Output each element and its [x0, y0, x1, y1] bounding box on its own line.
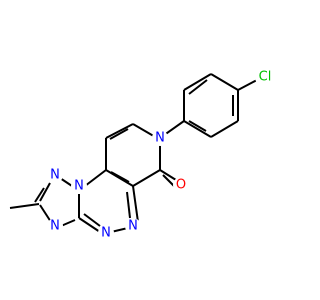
atom-label: N	[50, 219, 60, 234]
chemical-structure: N O Cl N N N N N	[9, 67, 275, 241]
bond	[39, 182, 51, 202]
bond	[109, 128, 129, 140]
bond	[126, 191, 131, 219]
bond-layer	[9, 73, 258, 233]
atom-label: O	[176, 178, 186, 193]
atom-mask	[125, 218, 141, 234]
atom-n-triazine-b: N	[125, 218, 141, 234]
atom-n-triazole-bottom: N	[47, 218, 63, 234]
bond	[84, 169, 107, 187]
bond	[210, 120, 239, 138]
atom-mask	[98, 225, 114, 241]
atom-label: N	[101, 226, 111, 241]
atom-label: N	[50, 168, 60, 183]
bond	[159, 169, 177, 181]
bond	[34, 187, 45, 203]
atom-mask	[255, 67, 275, 87]
atom-label: N	[155, 131, 165, 146]
bond	[183, 120, 212, 138]
atom-n-fused: N	[71, 178, 87, 194]
bond	[110, 171, 130, 183]
atom-layer: N O Cl N N N N N	[47, 67, 275, 241]
atom-o-carbonyl: O	[173, 177, 189, 193]
bond	[110, 227, 129, 233]
bond	[78, 217, 101, 233]
bond	[210, 73, 239, 91]
atom-mask	[173, 177, 189, 193]
bond	[83, 213, 101, 227]
bond	[132, 185, 139, 223]
atom-label: Cl	[259, 70, 272, 85]
atom-label: N	[128, 219, 138, 234]
bond	[9, 203, 40, 209]
atom-n-triazine-a: N	[98, 225, 114, 241]
bond	[132, 169, 161, 187]
atom-mask	[71, 178, 87, 194]
atom-label: N	[74, 179, 84, 194]
bond	[188, 79, 208, 95]
bond	[60, 219, 76, 227]
atom-mask	[47, 218, 63, 234]
bond	[59, 177, 73, 187]
atom-mask	[47, 167, 63, 183]
bond	[183, 73, 212, 91]
atom-n-pyridone: N	[152, 130, 168, 146]
atom-mask	[152, 130, 168, 146]
bond	[188, 120, 207, 132]
atom-n-triazole-top: N	[47, 167, 63, 183]
atom-chlorine: Cl	[255, 67, 275, 87]
bond	[105, 123, 134, 139]
bond	[237, 79, 258, 91]
bond	[39, 204, 52, 223]
bond	[105, 169, 134, 187]
